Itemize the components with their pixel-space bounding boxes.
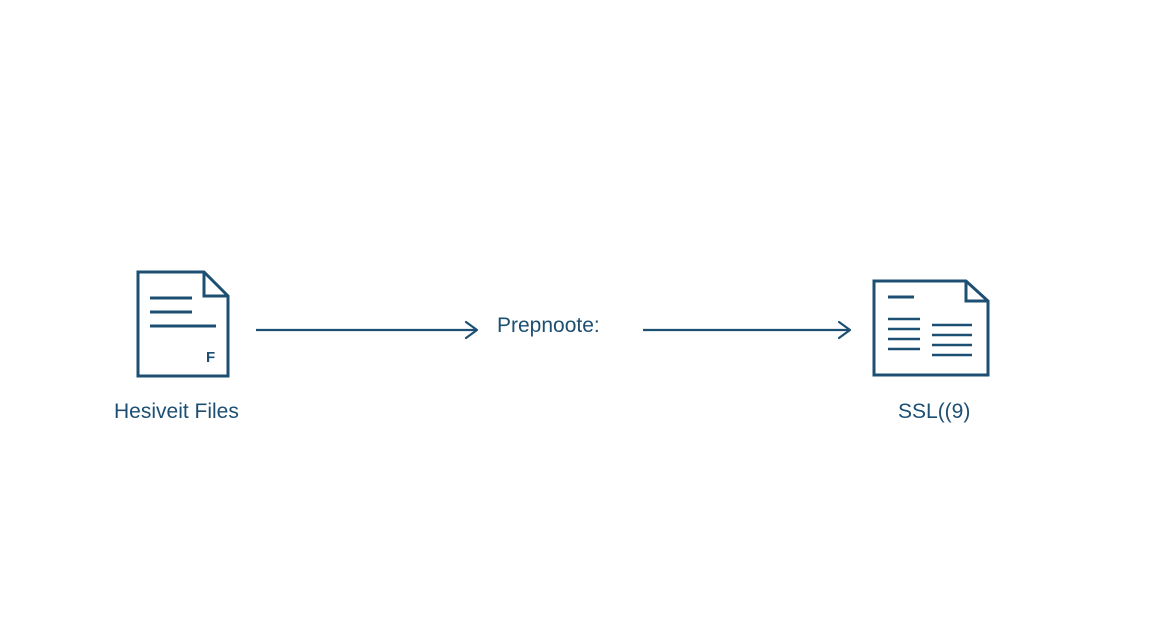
source-icon-letter: F xyxy=(206,349,215,366)
middle-step-label: Prepnoote: xyxy=(497,314,600,337)
target-label: SSL((9) xyxy=(898,400,971,423)
arrow-source-to-middle xyxy=(254,318,484,342)
target-spreadsheet-document-icon xyxy=(870,277,994,381)
source-document-icon: F xyxy=(134,268,234,380)
arrow-middle-to-target xyxy=(641,318,857,342)
source-label: Hesiveit Files xyxy=(114,400,239,423)
